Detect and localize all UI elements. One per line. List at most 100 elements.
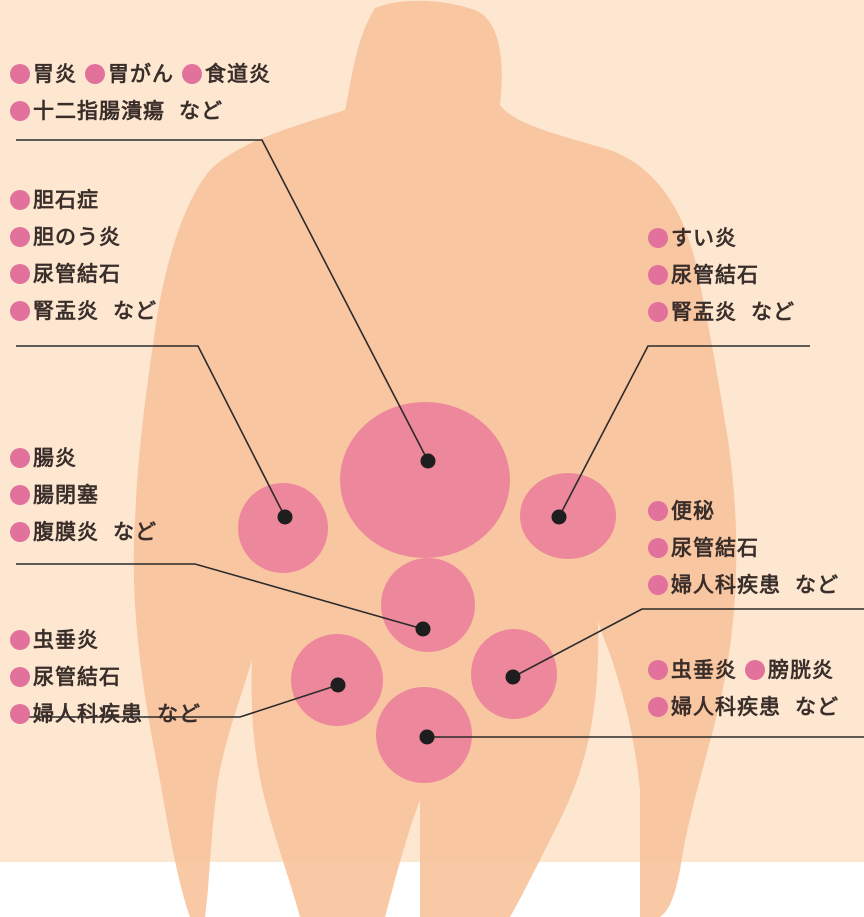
label-row: 胆のう炎 — [10, 219, 157, 256]
bullet-dot-icon — [648, 302, 668, 322]
bullet-dot-icon — [10, 704, 30, 724]
label-row: 胃炎 胃がん 食道炎 — [10, 56, 279, 93]
condition-name: 虫垂炎 — [33, 628, 99, 652]
label-row: 腸炎 — [10, 440, 157, 477]
bullet-dot-icon — [10, 667, 30, 687]
etc-suffix: など — [157, 702, 201, 726]
bullet-dot-icon — [10, 301, 30, 321]
label-row: 尿管結石 — [10, 659, 201, 696]
condition-name: 尿管結石 — [671, 263, 759, 287]
condition-name: 腹膜炎 — [33, 520, 99, 544]
label-row: 尿管結石 — [10, 256, 157, 293]
label-row: 便秘 — [648, 493, 839, 530]
condition-item: 胃がん — [85, 56, 174, 93]
bullet-dot-icon — [648, 575, 668, 595]
bullet-dot-icon — [10, 448, 30, 468]
bullet-dot-icon — [10, 227, 30, 247]
area-upper-left-side — [520, 473, 616, 559]
etc-suffix: など — [113, 299, 157, 323]
bullet-dot-icon — [10, 190, 30, 210]
condition-name: 虫垂炎 — [671, 658, 737, 682]
bullet-dot-icon — [10, 630, 30, 650]
label-row: 胆石症 — [10, 182, 157, 219]
bullet-dot-icon — [648, 660, 668, 680]
area-upper-right-side — [238, 483, 328, 573]
condition-item: 婦人科疾患 — [648, 567, 781, 604]
condition-name: 膀胱炎 — [768, 658, 834, 682]
condition-name: 腸炎 — [33, 446, 77, 470]
condition-item: 便秘 — [648, 493, 715, 530]
label-group-navel: 腸炎腸閉塞腹膜炎など — [10, 440, 157, 551]
condition-name: 腎盂炎 — [33, 299, 99, 323]
condition-name: 婦人科疾患 — [671, 573, 781, 597]
marker-dot-upper-center — [421, 454, 436, 469]
bullet-dot-icon — [648, 265, 668, 285]
condition-item: 虫垂炎 — [648, 652, 737, 689]
bullet-dot-icon — [745, 660, 765, 680]
label-row: 十二指腸潰瘍など — [10, 93, 279, 130]
marker-dot-lower-center — [420, 730, 435, 745]
condition-item: 胆石症 — [10, 182, 99, 219]
condition-item: 婦人科疾患 — [10, 696, 143, 733]
condition-item: 腎盂炎 — [10, 293, 99, 330]
area-navel — [381, 558, 475, 652]
etc-suffix: など — [113, 520, 157, 544]
etc-suffix: など — [795, 695, 839, 719]
marker-dot-navel — [416, 622, 431, 637]
label-row: 婦人科疾患など — [648, 567, 839, 604]
condition-item: 腹膜炎 — [10, 514, 99, 551]
bullet-dot-icon — [85, 64, 105, 84]
condition-name: 胆石症 — [33, 188, 99, 212]
condition-item: すい炎 — [648, 220, 737, 257]
condition-item: 尿管結石 — [10, 256, 121, 293]
label-row: 虫垂炎 — [10, 622, 201, 659]
marker-dot-lower-left-side — [506, 670, 521, 685]
condition-item: 十二指腸潰瘍 — [10, 93, 165, 130]
label-row: 腎盂炎など — [648, 294, 795, 331]
label-row: 腹膜炎など — [10, 514, 157, 551]
condition-item: 腸閉塞 — [10, 477, 99, 514]
label-group-upper-right-side: 胆石症胆のう炎尿管結石腎盂炎など — [10, 182, 157, 330]
condition-name: 胆のう炎 — [33, 225, 121, 249]
condition-name: 婦人科疾患 — [33, 702, 143, 726]
etc-suffix: など — [751, 300, 795, 324]
condition-name: 尿管結石 — [671, 536, 759, 560]
condition-name: 便秘 — [671, 499, 715, 523]
label-row: 婦人科疾患など — [648, 689, 842, 726]
bullet-dot-icon — [648, 228, 668, 248]
marker-dot-upper-right-side — [278, 510, 293, 525]
label-row: 尿管結石 — [648, 530, 839, 567]
condition-name: 腸閉塞 — [33, 483, 99, 507]
condition-name: 食道炎 — [205, 62, 271, 86]
condition-name: 尿管結石 — [33, 665, 121, 689]
condition-item: 尿管結石 — [10, 659, 121, 696]
label-group-upper-center: 胃炎 胃がん 食道炎十二指腸潰瘍など — [10, 56, 279, 130]
label-row: 虫垂炎 膀胱炎 — [648, 652, 842, 689]
bullet-dot-icon — [648, 501, 668, 521]
bullet-dot-icon — [10, 101, 30, 121]
condition-item: 虫垂炎 — [10, 622, 99, 659]
label-group-lower-right-side: 虫垂炎尿管結石婦人科疾患など — [10, 622, 201, 733]
label-row: すい炎 — [648, 220, 795, 257]
condition-name: 腎盂炎 — [671, 300, 737, 324]
label-row: 腸閉塞 — [10, 477, 157, 514]
bullet-dot-icon — [648, 538, 668, 558]
condition-name: 婦人科疾患 — [671, 695, 781, 719]
label-group-upper-left-side: すい炎尿管結石腎盂炎など — [648, 220, 795, 331]
condition-name: すい炎 — [671, 226, 737, 250]
condition-name: 十二指腸潰瘍 — [33, 99, 165, 123]
condition-name: 胃炎 — [33, 62, 77, 86]
condition-item: 婦人科疾患 — [648, 689, 781, 726]
etc-suffix: など — [179, 99, 223, 123]
condition-item: 胆のう炎 — [10, 219, 121, 256]
condition-name: 胃がん — [108, 62, 174, 86]
condition-name: 尿管結石 — [33, 262, 121, 286]
label-row: 尿管結石 — [648, 257, 795, 294]
bullet-dot-icon — [10, 485, 30, 505]
bullet-dot-icon — [648, 697, 668, 717]
bullet-dot-icon — [10, 264, 30, 284]
bullet-dot-icon — [10, 64, 30, 84]
condition-item: 膀胱炎 — [745, 652, 834, 689]
label-row: 腎盂炎など — [10, 293, 157, 330]
label-row: 婦人科疾患など — [10, 696, 201, 733]
